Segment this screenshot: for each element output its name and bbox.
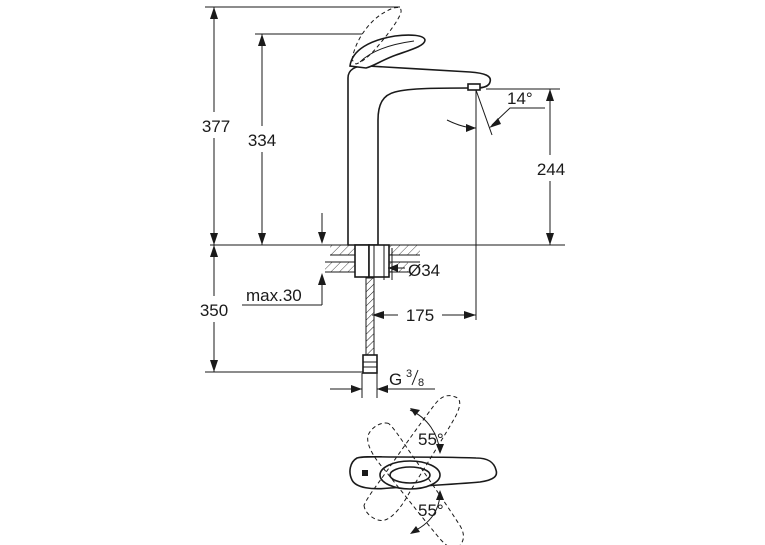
lever-angle-bottom-label: 55° xyxy=(418,501,444,520)
dimension-total-height: 377 xyxy=(196,6,400,245)
dimension-hole-diameter: Ø34 xyxy=(388,248,440,280)
connection-letter-label: G xyxy=(389,370,402,389)
faucet-body xyxy=(347,7,492,246)
dimension-hose-length: 350 xyxy=(194,245,363,373)
reach-label: 175 xyxy=(406,306,434,325)
outlet-height-label: 244 xyxy=(537,160,565,179)
connection-denominator-label: 8 xyxy=(418,377,424,389)
lever-angle-top-label: 55° xyxy=(418,430,444,449)
dimension-connection: G 3 8 xyxy=(330,368,435,398)
total-height-label: 377 xyxy=(202,117,230,136)
dimension-spout-height: 334 xyxy=(242,33,362,245)
dimension-spout-angle: 14° xyxy=(446,89,545,320)
connection-numerator-label: 3 xyxy=(406,368,412,380)
spout-height-label: 334 xyxy=(248,131,276,150)
top-view-lever: 55° 55° xyxy=(349,395,498,545)
hose-length-label: 350 xyxy=(200,301,228,320)
hole-diameter-label: Ø34 xyxy=(408,261,440,280)
flex-hose xyxy=(362,277,378,374)
dimension-reach: 175 xyxy=(372,303,476,327)
dimension-outlet-height: 244 xyxy=(486,88,572,245)
deck-section: max.30 xyxy=(242,213,420,306)
max-thickness-label: max.30 xyxy=(246,286,302,305)
spout-angle-label: 14° xyxy=(507,89,533,108)
